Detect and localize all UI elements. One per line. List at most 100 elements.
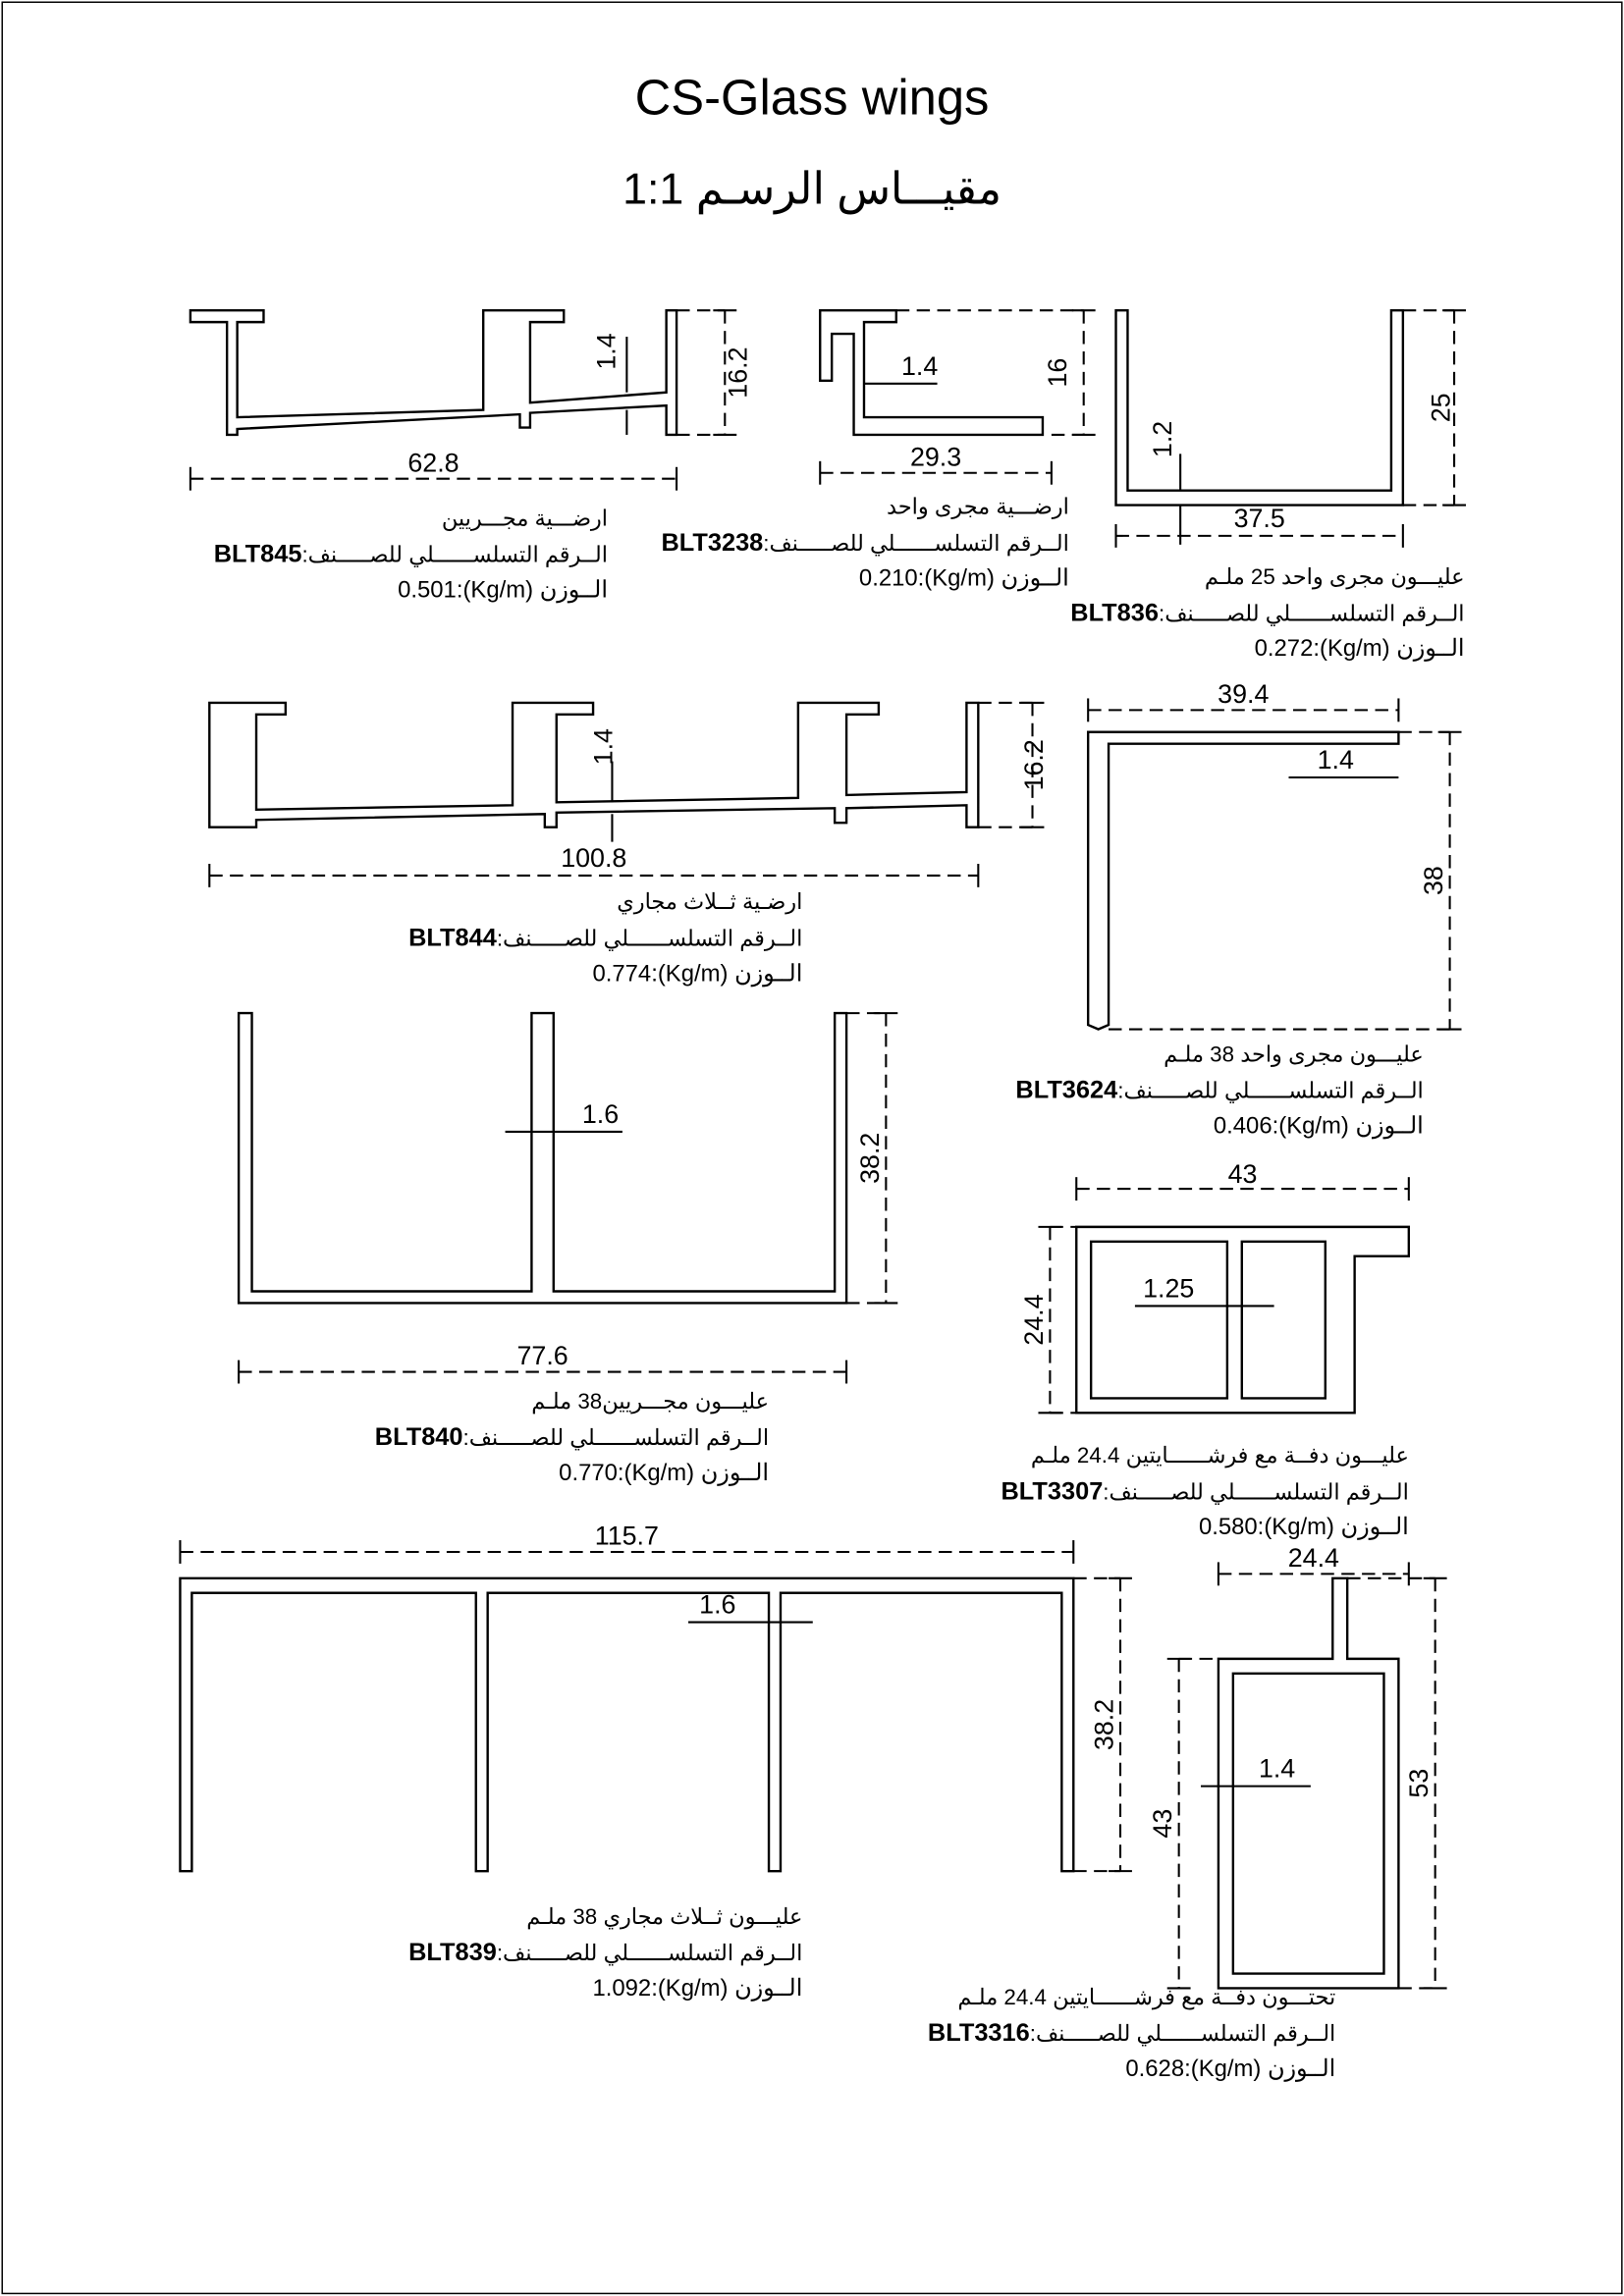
- serial-line: الــرقم التسلســــــلي للصـــــنف:BLT331…: [928, 2016, 1335, 2053]
- dimension-value: 38.2: [855, 1133, 885, 1184]
- weight-label: الــوزن (Kg/m):: [456, 578, 608, 604]
- weight-label: الــوزن (Kg/m):: [651, 961, 803, 988]
- serial-line: الــرقم التسلســــــلي للصـــــنف:BLT362…: [1015, 1073, 1423, 1109]
- weight-line: الــوزن (Kg/m):0.501: [214, 574, 608, 610]
- dimension-value: 115.7: [595, 1522, 659, 1551]
- profile-label-blt3307: عليـــون دفــة مع فرشــــــايتين 24.4 مل…: [1001, 1439, 1408, 1546]
- weight-value: 0.774: [592, 961, 652, 988]
- dimension-value: 29.3: [910, 442, 961, 471]
- scale-text: مقيـــاس الرسـم: [695, 165, 1001, 214]
- profile-name: تحتـــون دفــة مع فرشــــــايتين 24.4 مل…: [957, 1985, 1336, 2010]
- weight-label: الــوزن (Kg/m):: [1184, 2056, 1336, 2082]
- dimension-value: 1.4: [591, 333, 621, 369]
- profile-name: عليـــون دفــة مع فرشــــــايتين 24.4 مل…: [1030, 1443, 1409, 1468]
- dimension-value: 77.6: [516, 1341, 568, 1370]
- profile-label-blt3624: عليـــون مجرى واحد 38 ملـم الــرقم التسل…: [1015, 1038, 1423, 1145]
- serial-label: الــرقم التسلســــــلي للصـــــنف:: [763, 531, 1069, 557]
- dimension-value: 1.25: [1143, 1273, 1194, 1303]
- serial-line: الــرقم التسلســــــلي للصـــــنف:BLT844: [408, 921, 802, 957]
- dimension-value: 24.4: [1019, 1294, 1049, 1345]
- serial-label: الــرقم التسلســــــلي للصـــــنف:: [496, 927, 803, 952]
- weight-line: الــوزن (Kg/m):0.406: [1015, 1110, 1424, 1146]
- profile-label-blt840: عليـــون مجـــريين38 ملـم الــرقم التسلس…: [375, 1385, 769, 1492]
- weight-line: الــوزن (Kg/m):0.774: [408, 957, 802, 992]
- serial-label: الــرقم التسلســــــلي للصـــــنف:: [462, 1425, 770, 1452]
- profile-blt845: [189, 309, 678, 437]
- profile-name: ارضـــية مجـــريين: [441, 507, 608, 532]
- profile-name: عليـــون مجرى واحد 25 ملـم: [1204, 564, 1465, 591]
- profile-blt840: [237, 1011, 848, 1305]
- dimension-value: 37.5: [1234, 504, 1285, 533]
- serial-label: الــرقم التسلســــــلي للصـــــنف:: [301, 543, 608, 568]
- dimension-value: 38: [1419, 866, 1448, 895]
- serial-label: الــرقم التسلســــــلي للصـــــنف:: [1117, 1079, 1424, 1104]
- weight-line: الــوزن (Kg/m):0.272: [1070, 632, 1465, 667]
- weight-label: الــوزن (Kg/m):: [1272, 1114, 1424, 1140]
- dimension-value: 1.6: [699, 1590, 735, 1620]
- dimension-value: 1.4: [588, 728, 618, 765]
- weight-label: الــوزن (Kg/m):: [917, 566, 1069, 592]
- serial-label: الــرقم التسلســــــلي للصـــــنف:: [1103, 1479, 1409, 1506]
- dimension-value: 62.8: [407, 448, 459, 477]
- profile-blt3238: [819, 309, 1045, 437]
- weight-line: الــوزن (Kg/m):0.770: [375, 1457, 769, 1492]
- scale-label: مقيـــاس الرسـم 1:1: [0, 164, 1624, 215]
- profile-blt836: [1114, 309, 1405, 507]
- weight-value: 0.580: [1198, 1515, 1258, 1541]
- dimension-value: 53: [1404, 1769, 1434, 1798]
- profile-blt3307-inner: [1089, 1240, 1229, 1400]
- profile-blt3624: [1086, 730, 1400, 1031]
- dimension-value: 16.2: [1019, 739, 1049, 790]
- profile-label-blt839: عليـــون ثــلاث مجاري 38 ملـم الــرقم ال…: [408, 1900, 802, 2007]
- serial-line: الــرقم التسلســــــلي للصـــــنف:BLT840: [375, 1420, 769, 1457]
- profile-code: BLT3624: [1015, 1076, 1118, 1104]
- weight-line: الــوزن (Kg/m):0.628: [928, 2053, 1335, 2088]
- profile-blt3316: [1217, 1576, 1400, 1990]
- profile-label-blt845: ارضـــية مجـــريين الــرقم التسلســــــل…: [214, 503, 608, 610]
- dimension-value: 1.2: [1148, 421, 1177, 457]
- profile-name: عليـــون ثــلاث مجاري 38 ملـم: [526, 1904, 803, 1930]
- dimension-value: 100.8: [561, 843, 626, 873]
- profile-blt3316-inner: [1231, 1672, 1385, 1975]
- profile-code: BLT840: [374, 1422, 463, 1452]
- dimension-value: 1.4: [1318, 745, 1354, 774]
- profile-code: BLT844: [408, 924, 497, 952]
- serial-line: الــرقم التسلســــــلي للصـــــنف:BLT836: [1070, 596, 1464, 632]
- scale-value: 1:1: [623, 165, 684, 214]
- serial-line: الــرقم التسلســــــلي للصـــــنف:BLT330…: [1001, 1474, 1408, 1511]
- profile-blt3307-inner2: [1240, 1240, 1327, 1400]
- dimension-value: 1.6: [582, 1099, 619, 1129]
- profile-code: BLT845: [213, 540, 302, 568]
- profile-code: BLT3238: [661, 528, 764, 557]
- sheet-title: CS-Glass wings: [634, 70, 990, 127]
- dimension-value: 24.4: [1288, 1543, 1339, 1573]
- dimension-value: 16: [1043, 358, 1072, 388]
- weight-label: الــوزن (Kg/m):: [1313, 636, 1465, 663]
- dimension-value: 16.2: [724, 347, 753, 398]
- profile-code: BLT839: [408, 1938, 497, 1967]
- weight-label: الــوزن (Kg/m):: [1257, 1515, 1409, 1541]
- profile-label-blt844: ارضـية ثــلاث مجاري الــرقم التسلســــــ…: [408, 885, 802, 992]
- weight-label: الــوزن (Kg/m):: [617, 1461, 770, 1486]
- weight-value: 0.770: [559, 1461, 618, 1486]
- profile-label-blt3316: تحتـــون دفــة مع فرشــــــايتين 24.4 مل…: [928, 1981, 1335, 2088]
- profile-label-blt836: عليـــون مجرى واحد 25 ملـم الــرقم التسل…: [1070, 561, 1464, 667]
- weight-value: 1.092: [592, 1976, 652, 2002]
- serial-label: الــرقم التسلســــــلي للصـــــنف:: [1158, 602, 1465, 627]
- serial-line: الــرقم التسلســــــلي للصـــــنف:BLT845: [214, 537, 608, 573]
- serial-line: الــرقم التسلســــــلي للصـــــنف:BLT839: [408, 1936, 802, 1972]
- dimension-value: 39.4: [1218, 679, 1269, 709]
- profile-code: BLT3307: [1001, 1476, 1104, 1506]
- weight-value: 0.501: [398, 578, 457, 604]
- profile-name: عليـــون مجـــريين38 ملـم: [531, 1389, 770, 1415]
- weight-value: 0.628: [1125, 2056, 1185, 2082]
- profile-blt839: [179, 1576, 1075, 1873]
- weight-line: الــوزن (Kg/m):1.092: [408, 1972, 802, 2007]
- profile-blt844: [208, 701, 980, 828]
- weight-line: الــوزن (Kg/m):0.580: [1001, 1511, 1409, 1546]
- weight-value: 0.272: [1254, 636, 1314, 663]
- dimension-value: 43: [1228, 1159, 1258, 1189]
- profile-name: ارضـــية مجرى واحد: [887, 495, 1069, 520]
